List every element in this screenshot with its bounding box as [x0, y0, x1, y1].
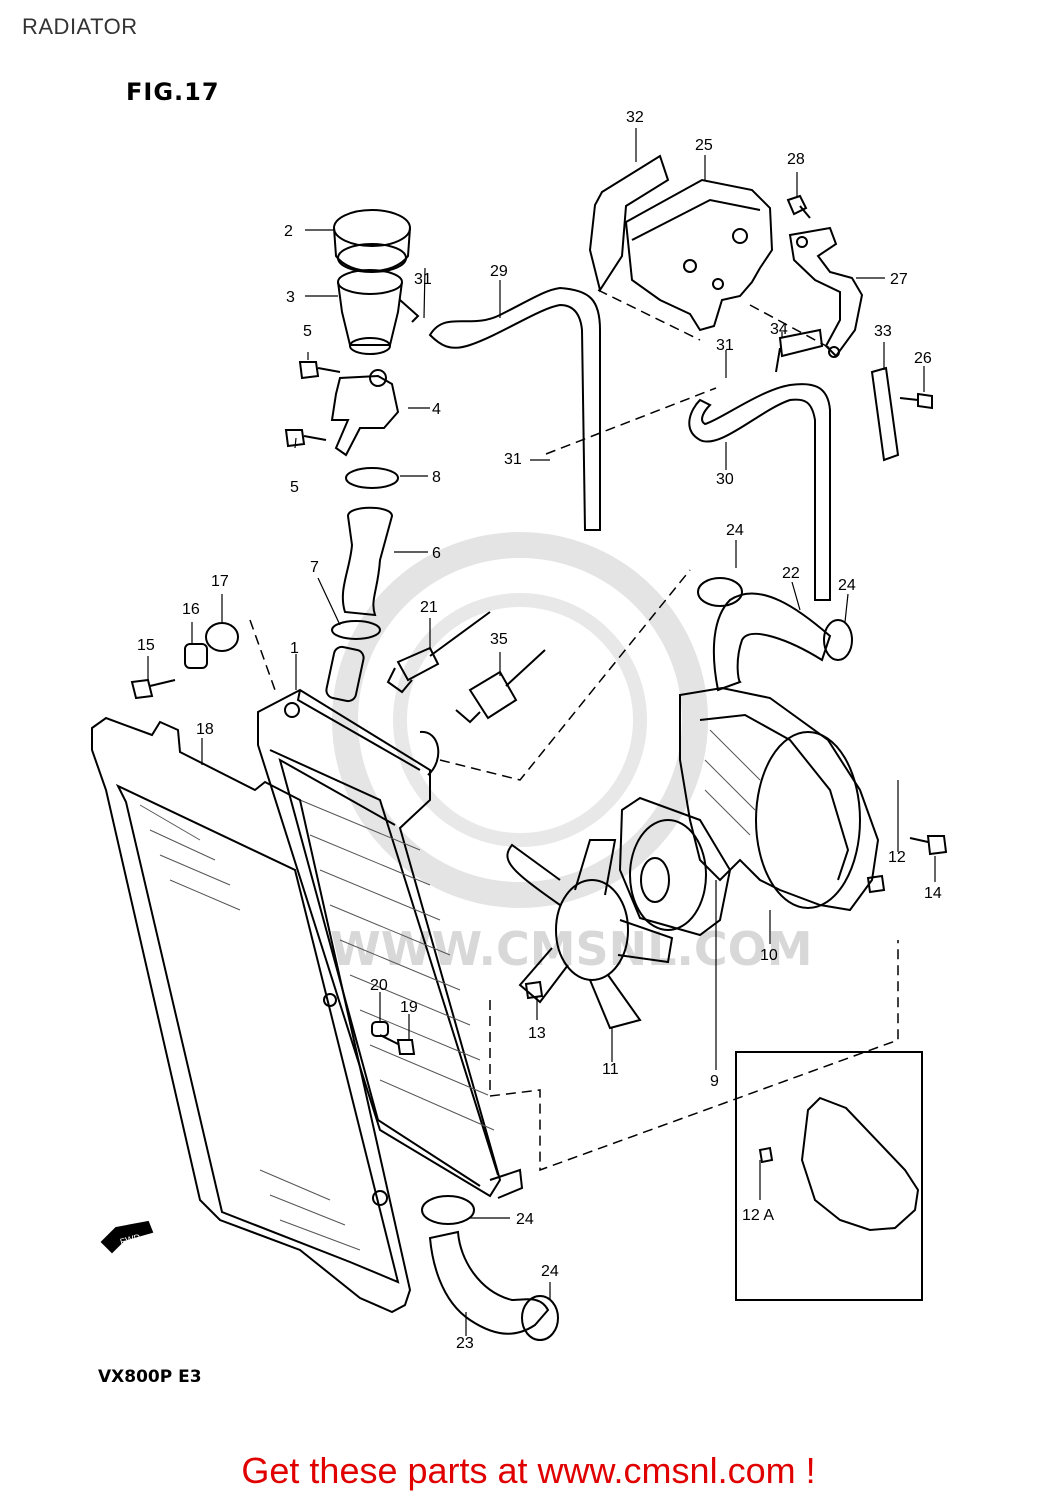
thermo-switch [386, 611, 491, 694]
radiator-core [257, 645, 524, 1206]
callout-8: 8 [432, 469, 441, 486]
neck-bracket [330, 369, 400, 457]
callout-24: 24 [838, 577, 856, 594]
hose-bracket [775, 328, 824, 373]
callout-29: 29 [490, 263, 508, 280]
callout-33: 33 [874, 323, 892, 340]
screw [524, 980, 544, 1000]
callout-23: 23 [456, 1335, 474, 1352]
promo-link[interactable]: Get these parts at www.cmsnl.com ! [241, 1450, 816, 1491]
lower-return-hose [428, 1230, 550, 1335]
callout-2: 2 [284, 223, 293, 240]
dashed-guides [249, 289, 899, 1172]
callout-4: 4 [432, 401, 441, 418]
reservoir-bracket [788, 226, 864, 358]
filler-neck [337, 269, 420, 355]
callout-25: 25 [695, 137, 713, 154]
bolt [284, 361, 341, 448]
reservoir-tank [624, 178, 774, 332]
callout-1: 1 [290, 640, 299, 657]
callout-22: 22 [782, 565, 800, 582]
callout-30: 30 [716, 471, 734, 488]
callout-24: 24 [726, 522, 744, 539]
callout-7: 7 [310, 559, 319, 576]
callout-14: 14 [924, 885, 942, 902]
callout-31: 31 [414, 271, 432, 288]
callout-32: 32 [626, 109, 644, 126]
figure-label: FIG.17 [126, 78, 220, 106]
fan-blade [506, 839, 674, 1030]
callout-26: 26 [914, 350, 932, 367]
callout-27: 27 [890, 271, 908, 288]
callout-35: 35 [490, 631, 508, 648]
callout-15: 15 [137, 637, 155, 654]
screw [866, 874, 886, 894]
page-title: RADIATOR [22, 14, 138, 39]
callout-34: 34 [770, 321, 788, 338]
callout-21: 21 [420, 599, 438, 616]
fan-shroud [679, 686, 880, 912]
callout-28: 28 [787, 151, 805, 168]
leader-lines [147, 128, 936, 1336]
watermark-text: WWW.CMSNL.COM [330, 922, 813, 976]
callout-5: 5 [303, 323, 312, 340]
callout-11: 11 [602, 1061, 619, 1078]
hose-clamp [331, 620, 381, 640]
callout-16: 16 [182, 601, 200, 618]
callout-19: 19 [400, 999, 418, 1016]
callout-12a: 12 A [742, 1207, 774, 1224]
callout-20: 20 [370, 977, 388, 994]
callout-24: 24 [516, 1211, 534, 1228]
model-code: VX800P E3 [98, 1367, 202, 1387]
hose-clamp [345, 467, 399, 489]
reservoir-hose [688, 383, 831, 601]
callout-31: 31 [716, 337, 734, 354]
callout-18: 18 [196, 721, 214, 738]
callout-labels: 1 2 3 4 5 5 6 7 8 9 10 11 12 12 A 13 14 … [119, 109, 942, 1352]
collar [371, 1021, 389, 1037]
callout-13: 13 [528, 1025, 546, 1042]
lower-hose [712, 592, 832, 692]
callout-12: 12 [888, 849, 906, 866]
callout-24: 24 [541, 1263, 559, 1280]
callout-5: 5 [290, 479, 299, 496]
bolt [786, 194, 811, 219]
callout-3: 3 [286, 289, 295, 306]
temperature-sensor [455, 649, 546, 724]
rubber-mount [205, 622, 239, 652]
forward-arrow-icon [100, 1220, 154, 1254]
fan-motor [618, 796, 732, 937]
reservoir-cover [588, 154, 670, 293]
callout-6: 6 [432, 545, 441, 562]
radiator-shroud [91, 716, 412, 1314]
callout-17: 17 [211, 573, 229, 590]
rubber-damper [184, 643, 208, 669]
callout-9: 9 [710, 1073, 719, 1090]
bolt [909, 835, 948, 856]
callout-10: 10 [760, 947, 778, 964]
hose-clamp [421, 577, 853, 1341]
radiator-cap [333, 209, 411, 273]
inset-box [735, 1051, 923, 1301]
bolt [130, 678, 176, 700]
overflow-hose [428, 286, 601, 531]
bolt [899, 392, 933, 410]
watermark: WWW.CMSNL.COM [330, 532, 813, 976]
exploded-parts-diagram: WWW.CMSNL.COM [91, 109, 948, 1352]
callout-31: 31 [504, 451, 522, 468]
stay-plate [870, 366, 900, 462]
upper-hose [341, 506, 394, 617]
